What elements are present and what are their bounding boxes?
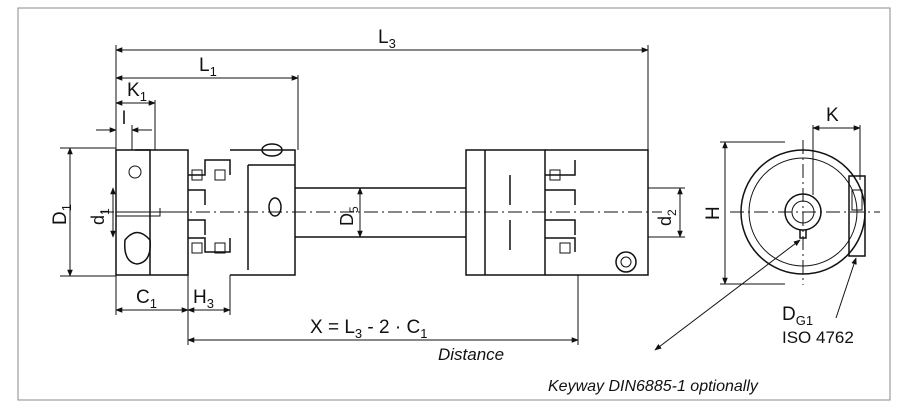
left-spacer-hub bbox=[230, 143, 296, 276]
label-d1-bore: d1 bbox=[88, 208, 112, 225]
label-iso-4762: ISO 4762 bbox=[782, 328, 854, 347]
label-distance: Distance bbox=[438, 345, 504, 364]
label-d5: D5 bbox=[337, 206, 361, 226]
connecting-shaft bbox=[295, 187, 466, 238]
label-l1: L1 bbox=[199, 55, 217, 79]
formula-x: X = L3 - 2 · C1 bbox=[310, 317, 427, 341]
label-k: K bbox=[826, 105, 839, 126]
label-d1-outer: D1 bbox=[50, 204, 74, 225]
label-dg1: DG1 bbox=[782, 304, 813, 328]
label-k1: K1 bbox=[127, 80, 147, 104]
label-h3: H3 bbox=[193, 287, 214, 311]
label-l3: L3 bbox=[378, 27, 396, 51]
dimension-lines bbox=[60, 45, 861, 351]
label-d2: d2 bbox=[655, 209, 679, 226]
label-h: H bbox=[703, 206, 724, 220]
keyway-note: Keyway DIN6885-1 optionally bbox=[548, 378, 759, 395]
end-view bbox=[730, 140, 880, 285]
label-l: l bbox=[122, 108, 126, 128]
label-c1: C1 bbox=[136, 287, 157, 311]
drawing-border bbox=[17, 7, 891, 401]
